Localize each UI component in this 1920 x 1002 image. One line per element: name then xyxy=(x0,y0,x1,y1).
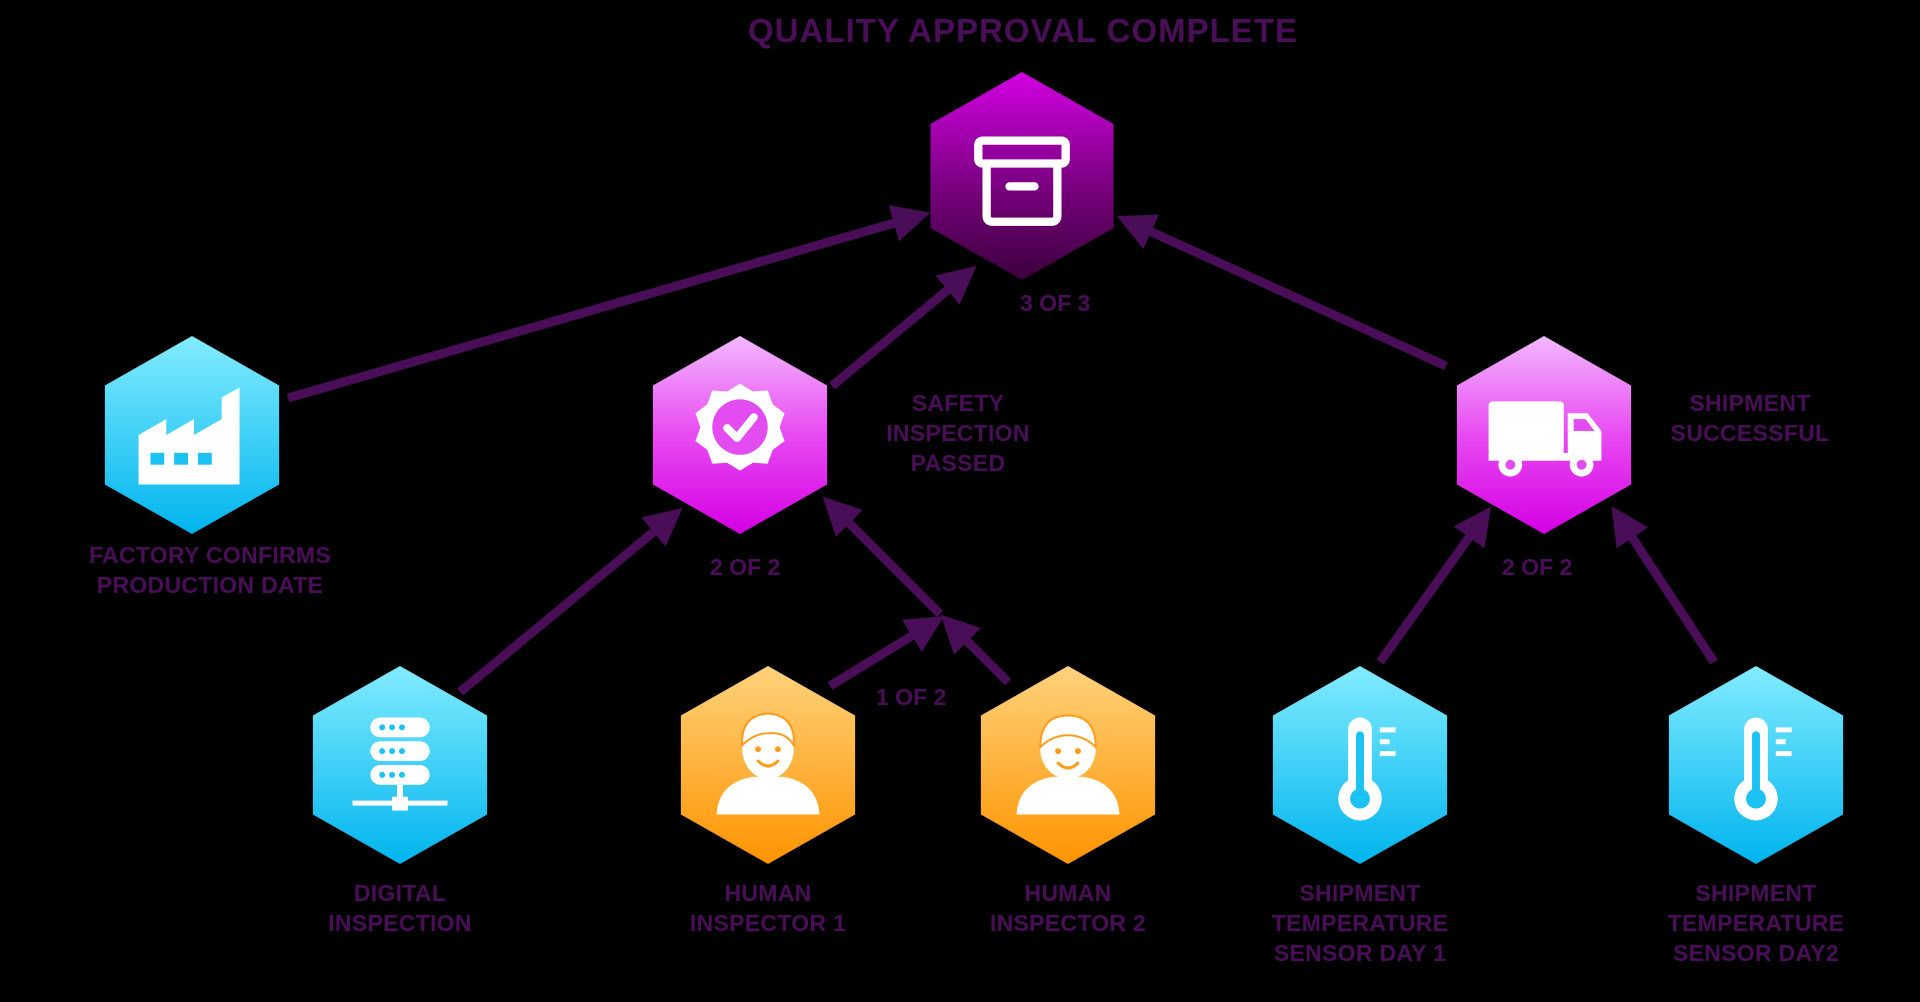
server-icon xyxy=(352,717,448,811)
truck-icon xyxy=(1488,401,1602,477)
person-icon xyxy=(1016,714,1120,815)
digital-label: DIGITAL INSPECTION xyxy=(328,880,472,936)
connector-digital-to-safety xyxy=(457,507,683,696)
node-shipment xyxy=(1456,336,1632,534)
sensor1-label: SHIPMENT TEMPERATURE SENSOR DAY 1 xyxy=(1271,880,1449,966)
safety-count: 2 OF 2 xyxy=(710,554,781,580)
node-digital xyxy=(312,666,488,864)
node-human2 xyxy=(980,666,1156,864)
safety-label: SAFETY INSPECTION PASSED xyxy=(886,390,1030,476)
connector-sensor1-to-shipment xyxy=(1376,506,1491,665)
connector-sensor2-to-shipment xyxy=(1611,506,1718,665)
node-sensor1 xyxy=(1272,666,1448,864)
diagram-title: QUALITY APPROVAL COMPLETE xyxy=(748,12,1298,49)
node-factory xyxy=(104,336,280,534)
connector-human2-to-join xyxy=(940,614,1012,686)
factory-icon xyxy=(138,387,240,485)
archive-count: 3 OF 3 xyxy=(1020,290,1091,316)
node-safety xyxy=(652,336,828,534)
human2-label: HUMAN INSPECTOR 2 xyxy=(989,880,1147,936)
thermometer-icon xyxy=(1338,717,1396,821)
factory-label: FACTORY CONFIRMS PRODUCTION DATE xyxy=(88,542,332,598)
connector-factory-to-archive xyxy=(286,205,931,403)
person-icon xyxy=(716,712,820,815)
node-sensor2 xyxy=(1668,666,1844,864)
shipment-count: 2 OF 2 xyxy=(1502,554,1573,580)
node-human1 xyxy=(680,666,856,864)
human-join-count: 1 OF 2 xyxy=(876,684,947,710)
human1-label: HUMAN INSPECTOR 1 xyxy=(689,880,847,936)
badge-check-icon xyxy=(695,383,785,471)
node-archive xyxy=(930,72,1114,280)
connector-join-to-safety xyxy=(822,496,944,618)
connector-human1-to-join xyxy=(827,616,945,690)
connector-safety-to-archive xyxy=(829,265,977,390)
archive-box-icon xyxy=(974,136,1070,226)
shipment-label: SHIPMENT SUCCESSFUL xyxy=(1670,390,1830,446)
connector-shipment-to-archive xyxy=(1116,214,1448,371)
sensor2-label: SHIPMENT TEMPERATURE SENSOR DAY2 xyxy=(1667,880,1845,966)
thermometer-icon xyxy=(1734,717,1792,821)
